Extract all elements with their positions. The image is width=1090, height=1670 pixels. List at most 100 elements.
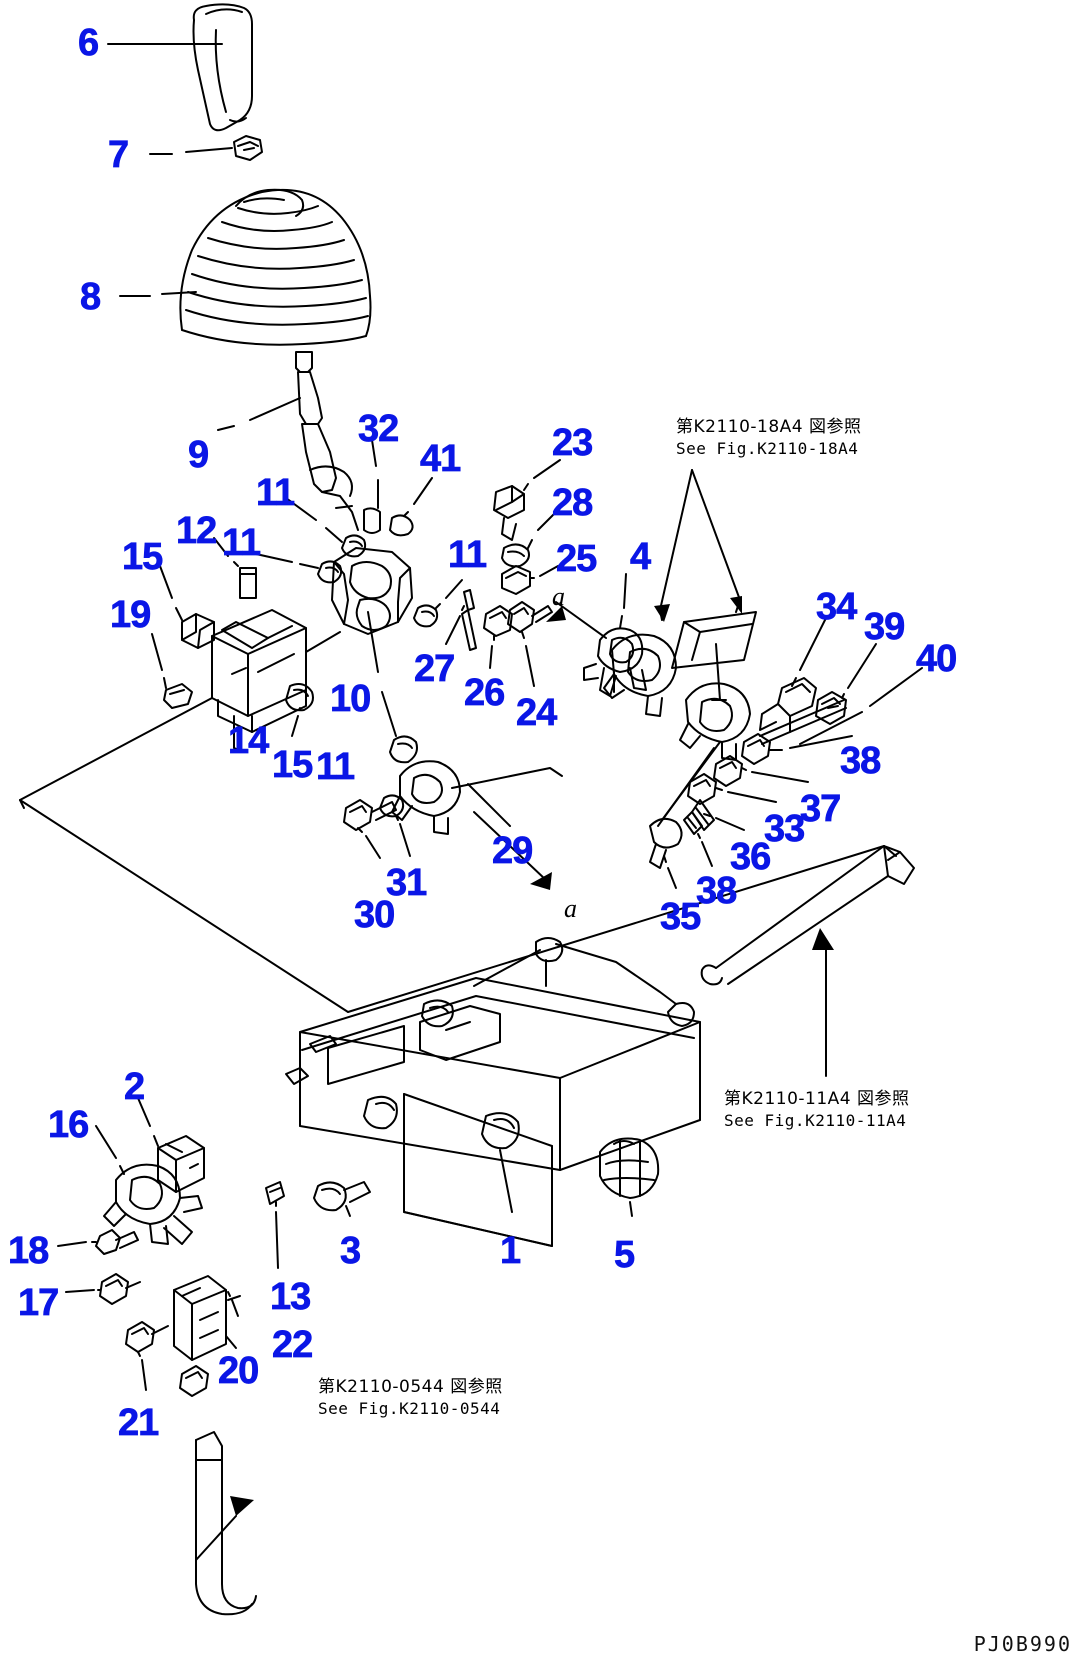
reference-note-18a4[interactable]: 第K2110-18A4 図参照 See Fig.K2110-18A4 xyxy=(676,412,862,458)
callout-35[interactable]: 35 xyxy=(660,896,702,938)
leader-37 xyxy=(741,767,809,783)
part-clip-41 xyxy=(389,514,414,537)
callout-33[interactable]: 33 xyxy=(764,808,806,850)
part-control-rod-bottom xyxy=(195,1431,257,1616)
callout-36[interactable]: 36 xyxy=(730,836,772,878)
leader-41 xyxy=(403,477,433,517)
part-yoke-34 xyxy=(759,677,817,733)
leader-24 xyxy=(521,631,535,687)
part-bellcrank-29 xyxy=(391,760,461,835)
callout-8[interactable]: 8 xyxy=(80,276,102,318)
leader-31 xyxy=(395,815,411,857)
callout-20[interactable]: 20 xyxy=(218,1350,260,1392)
part-nut-21b xyxy=(179,1365,209,1397)
callout-30[interactable]: 30 xyxy=(354,894,396,936)
callout-34[interactable]: 34 xyxy=(816,586,858,628)
part-rod-40 xyxy=(759,699,847,745)
callout-11-d[interactable]: 11 xyxy=(316,746,356,788)
leader-27 xyxy=(445,605,465,645)
callout-5[interactable]: 5 xyxy=(614,1234,636,1276)
part-joint-assembly-right xyxy=(679,682,751,761)
leader-26 xyxy=(489,635,495,669)
callout-11-a[interactable]: 11 xyxy=(256,472,296,514)
part-knob-5 xyxy=(599,1137,660,1199)
leader-11b xyxy=(255,553,319,569)
arrowhead-11a4 xyxy=(812,928,834,950)
callout-9[interactable]: 9 xyxy=(188,434,210,476)
callout-2[interactable]: 2 xyxy=(124,1066,146,1108)
callout-26[interactable]: 26 xyxy=(464,672,506,714)
leader-7 xyxy=(149,147,233,155)
callout-40[interactable]: 40 xyxy=(916,638,958,680)
part-bolt-38-a xyxy=(741,733,771,765)
callout-29[interactable]: 29 xyxy=(492,830,534,872)
part-nut-25 xyxy=(501,565,531,595)
part-fitting-3 xyxy=(313,1181,371,1212)
reference-note-11a4-jp: 第K2110-11A4 図参照 xyxy=(724,1089,910,1109)
leader-15a xyxy=(159,565,183,621)
leader-1 xyxy=(499,1149,513,1213)
leader-34 xyxy=(791,617,827,687)
leader-16 xyxy=(95,1125,125,1175)
arrowhead-a-top xyxy=(546,606,566,622)
leader-15b xyxy=(291,707,301,737)
callout-15-a[interactable]: 15 xyxy=(122,536,164,578)
callout-6[interactable]: 6 xyxy=(78,22,100,64)
callout-37[interactable]: 37 xyxy=(800,788,842,830)
callout-7[interactable]: 7 xyxy=(108,134,130,176)
callout-4[interactable]: 4 xyxy=(630,536,652,578)
callout-13[interactable]: 13 xyxy=(270,1276,312,1318)
callout-31[interactable]: 31 xyxy=(386,862,428,904)
reference-note-11a4[interactable]: 第K2110-11A4 図参照 See Fig.K2110-11A4 xyxy=(724,1084,910,1130)
leader-3 xyxy=(345,1205,351,1217)
part-nut-37 xyxy=(713,755,743,787)
part-pivot-housing-10 xyxy=(331,547,413,635)
leader-36 xyxy=(703,813,745,831)
part-fitting-26 xyxy=(483,605,513,637)
leader-18a4-left xyxy=(659,469,693,621)
part-bolt-18 xyxy=(95,1229,139,1255)
callout-23[interactable]: 23 xyxy=(552,422,594,464)
leader-11a xyxy=(285,497,343,543)
callout-39[interactable]: 39 xyxy=(864,606,906,648)
callout-32[interactable]: 32 xyxy=(358,408,400,450)
callout-10[interactable]: 10 xyxy=(330,678,372,720)
callout-21[interactable]: 21 xyxy=(118,1402,160,1444)
arrowhead-a-bottom xyxy=(530,872,552,890)
callout-24[interactable]: 24 xyxy=(516,692,558,734)
callout-27[interactable]: 27 xyxy=(414,648,456,690)
part-elbow-19 xyxy=(163,683,193,709)
leader-11c xyxy=(435,579,463,609)
callout-12[interactable]: 12 xyxy=(176,510,218,552)
reference-note-0544-en: See Fig.K2110-0544 xyxy=(318,1399,501,1418)
callout-38-b[interactable]: 38 xyxy=(696,870,738,912)
callout-11-b[interactable]: 11 xyxy=(222,522,262,564)
callout-25[interactable]: 25 xyxy=(556,538,598,580)
callout-28[interactable]: 28 xyxy=(552,482,594,524)
callout-19[interactable]: 19 xyxy=(110,594,152,636)
callout-18[interactable]: 18 xyxy=(8,1230,50,1272)
reference-note-11a4-en: See Fig.K2110-11A4 xyxy=(724,1111,907,1130)
reference-note-18a4-en: See Fig.K2110-18A4 xyxy=(676,439,859,458)
leader-33 xyxy=(715,787,777,803)
callout-3[interactable]: 3 xyxy=(340,1230,362,1272)
callout-41[interactable]: 41 xyxy=(420,438,462,480)
callout-16[interactable]: 16 xyxy=(48,1104,90,1146)
callout-38-a[interactable]: 38 xyxy=(840,740,882,782)
callout-11-c[interactable]: 11 xyxy=(448,534,488,576)
callout-1[interactable]: 1 xyxy=(500,1230,522,1272)
leader-30 xyxy=(357,827,381,859)
leader-13 xyxy=(275,1201,279,1269)
leader-5 xyxy=(629,1201,633,1217)
leader-11d xyxy=(367,611,397,737)
part-rubber-boot-8 xyxy=(179,188,372,346)
reference-note-0544[interactable]: 第K2110-0544 図参照 See Fig.K2110-0544 xyxy=(318,1372,503,1418)
callout-14[interactable]: 14 xyxy=(228,720,270,762)
callout-17[interactable]: 17 xyxy=(18,1282,60,1324)
callout-15-b[interactable]: 15 xyxy=(272,744,314,786)
lever-29-arm xyxy=(451,767,563,789)
callout-22[interactable]: 22 xyxy=(272,1324,314,1366)
reference-note-18a4-jp: 第K2110-18A4 図参照 xyxy=(676,417,862,437)
